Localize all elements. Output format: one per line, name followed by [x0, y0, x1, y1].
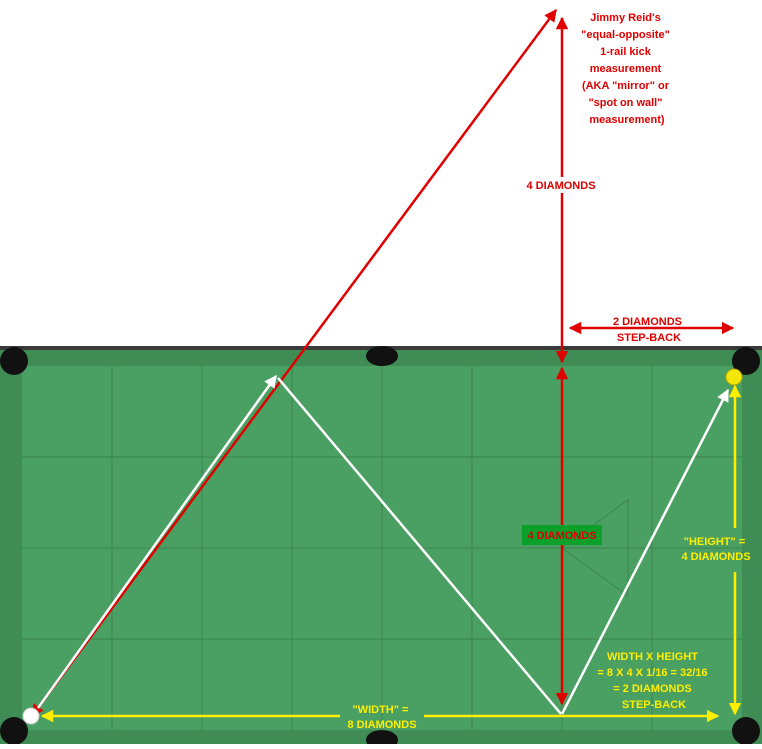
red-mirror-line: [30, 8, 558, 718]
height-label-line: 4 DIAMONDS: [681, 551, 750, 563]
formula-line: = 8 X 4 X 1/16 = 32/16: [597, 667, 707, 679]
formula-line: WIDTH X HEIGHT: [607, 651, 698, 663]
object-ball-yellow: [725, 368, 743, 386]
width-label-line: "WIDTH" =: [352, 704, 408, 716]
pocket-top-right: [732, 347, 760, 375]
four-diamonds-upper-label: 4 DIAMONDS: [526, 180, 595, 192]
pocket-bottom-left: [0, 717, 28, 745]
rack-triangle-outline: [561, 499, 629, 597]
height-label: "HEIGHT" = 4 DIAMONDS: [681, 536, 750, 563]
width-label: "WIDTH" = 8 DIAMONDS: [347, 704, 416, 731]
width-label-line: 8 DIAMONDS: [347, 719, 416, 731]
mirror-note-line: Jimmy Reid's: [590, 12, 660, 24]
mirror-note-line: measurement): [589, 114, 665, 126]
white-path-rail-to-bottom: [277, 377, 562, 715]
pocket-top-middle: [366, 346, 398, 366]
four-diamonds-table-box: [522, 525, 602, 545]
step-back-top-line: STEP-BACK: [617, 332, 681, 344]
upper-label-bg: [518, 177, 604, 193]
pocket-top-left: [0, 347, 28, 375]
mirror-note-line: "spot on wall": [588, 97, 662, 109]
white-path-cue-to-rail: [36, 374, 278, 709]
step-back-top-label: 2 DIAMONDS STEP-BACK: [613, 316, 685, 344]
mirror-note-line: "equal-opposite": [581, 29, 670, 41]
four-diamonds-table-label: 4 DIAMONDS: [527, 530, 596, 542]
mirror-note-line: measurement: [590, 63, 662, 75]
formula-line: STEP-BACK: [622, 699, 686, 711]
formula-label: WIDTH X HEIGHT = 8 X 4 X 1/16 = 32/16 = …: [597, 651, 710, 711]
cue-ball: [22, 707, 40, 725]
yellow-lines: [40, 384, 742, 723]
pocket-bottom-right: [732, 717, 760, 745]
mirror-note-line: (AKA "mirror" or: [582, 80, 670, 92]
height-label-line: "HEIGHT" =: [684, 536, 745, 548]
mirror-note: Jimmy Reid's "equal-opposite" 1-rail kic…: [581, 12, 673, 126]
formula-line: = 2 DIAMONDS: [613, 683, 692, 695]
white-paths: [36, 374, 730, 715]
step-back-top-line: 2 DIAMONDS: [613, 316, 682, 328]
white-path-bottom-to-ball: [560, 388, 730, 715]
mirror-note-line: 1-rail kick: [600, 46, 652, 58]
